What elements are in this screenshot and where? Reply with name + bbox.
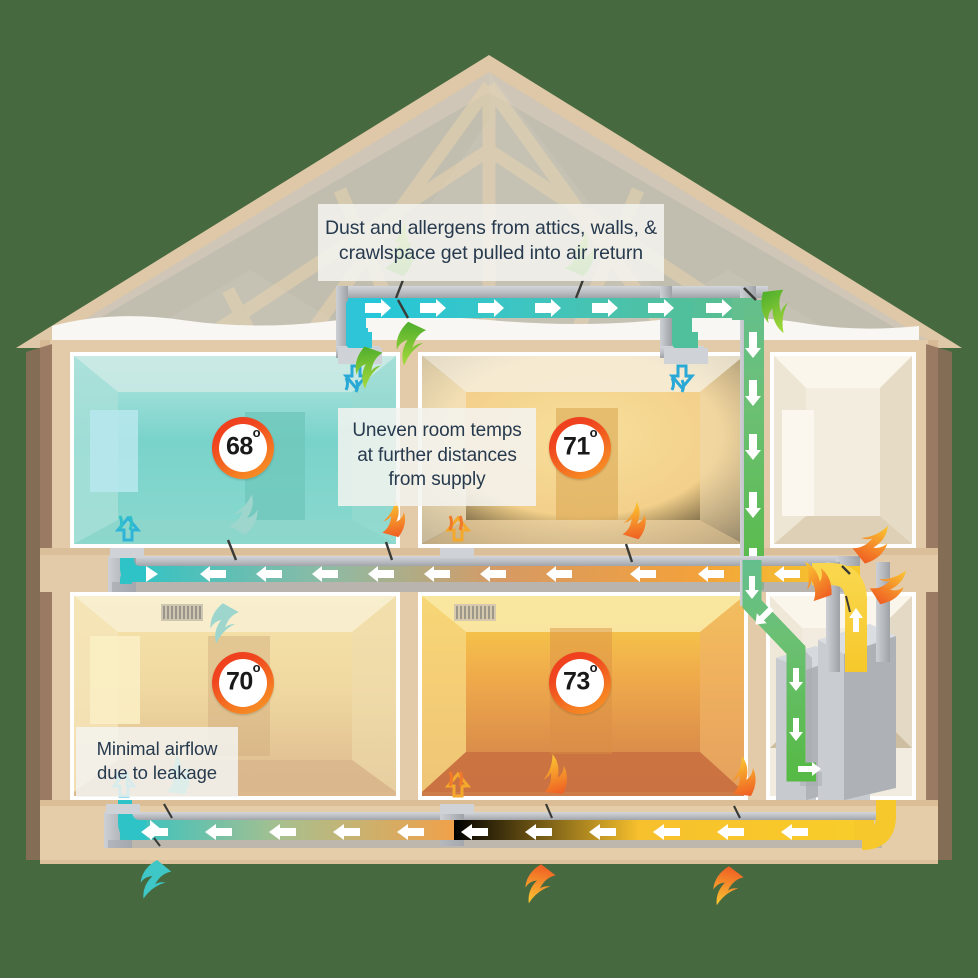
badge-core: 70o bbox=[219, 659, 267, 707]
left-siding bbox=[26, 344, 52, 860]
temperature-badge-upper-left: 68o bbox=[212, 417, 274, 479]
return-flow-arrows bbox=[365, 299, 732, 317]
callout-uneven-temps: Uneven room temps at further distances f… bbox=[338, 408, 536, 507]
badge-core: 68o bbox=[219, 424, 267, 472]
floor-register-upper-left bbox=[110, 515, 144, 558]
return-drop-arrows bbox=[745, 332, 761, 574]
window-lower-left bbox=[90, 636, 140, 724]
duct-return-drop-to-furnace bbox=[740, 560, 822, 786]
return-drop-arrows-2 bbox=[745, 576, 821, 776]
supply-riser-arrows bbox=[849, 608, 863, 632]
ceiling-return-grille-right bbox=[664, 348, 708, 393]
callout-minimal-airflow: Minimal airflow due to leakage bbox=[76, 727, 238, 798]
floor-register-lower-right bbox=[440, 771, 474, 814]
wall-grille-lower-right bbox=[454, 604, 496, 621]
badge-value: 70o bbox=[226, 660, 261, 696]
badge-value: 68o bbox=[226, 425, 261, 461]
right-siding bbox=[926, 344, 952, 860]
badge-value: 71o bbox=[563, 425, 598, 461]
supply-leak-arrows-furnace bbox=[804, 525, 907, 613]
temperature-badge-upper-right: 71o bbox=[549, 417, 611, 479]
supply-leak-arrows-main bbox=[210, 494, 646, 644]
floor-register-upper-right bbox=[440, 515, 474, 558]
window-upper-left bbox=[90, 410, 138, 492]
badge-core: 73o bbox=[556, 659, 604, 707]
temperature-badge-lower-left: 70o bbox=[212, 652, 274, 714]
closet-door-upper bbox=[782, 410, 814, 516]
hallway-upper-right bbox=[770, 352, 916, 548]
callout-dust-allergens: Dust and allergens from attics, walls, &… bbox=[318, 204, 664, 281]
supply-flow-arrows-crawl bbox=[141, 820, 808, 840]
badge-value: 73o bbox=[563, 660, 598, 696]
wall-grille-lower-left bbox=[161, 604, 203, 621]
supply-flow-arrows-main bbox=[146, 566, 800, 582]
temperature-badge-lower-right: 73o bbox=[549, 652, 611, 714]
badge-core: 71o bbox=[556, 424, 604, 472]
